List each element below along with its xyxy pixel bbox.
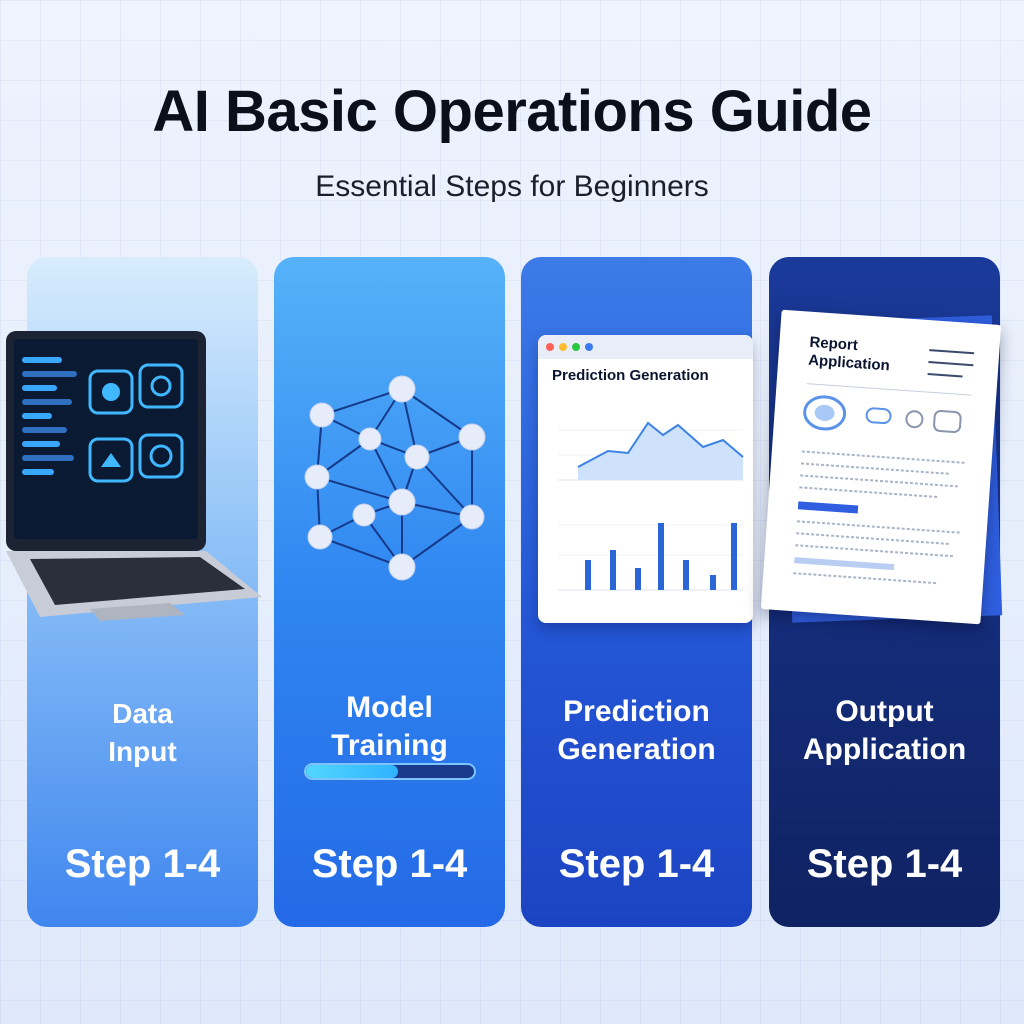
card-label-line1: Prediction [563, 695, 710, 728]
chart-window-icon: Prediction Generation [538, 335, 753, 623]
card-label: Model Training [274, 689, 505, 765]
chart-graphics [558, 421, 744, 591]
card-label-line1: Model [346, 691, 433, 724]
progress-fill [306, 765, 399, 778]
card-label-line2: Application [802, 733, 967, 766]
card-label: Data Input [27, 695, 258, 771]
card-label-line1: Output [835, 695, 934, 728]
card-background [274, 257, 505, 927]
page-title: AI Basic Operations Guide [152, 79, 872, 144]
neural-network-icon [292, 367, 492, 587]
laptop-icon [0, 327, 270, 627]
card-label-line2: Training [331, 729, 448, 762]
card-step: Step 1-4 [64, 842, 221, 886]
card-label: Output Application [769, 693, 1000, 769]
card-label-line2: Input [108, 736, 177, 767]
chart-window-title: Prediction Generation [552, 367, 709, 384]
step-card-prediction-generation[interactable]: Prediction Generation Prediction Generat… [521, 257, 753, 927]
card-label-line1: Data [112, 698, 173, 729]
card-step: Step 1-4 [806, 842, 963, 886]
training-progress-bar [304, 763, 476, 780]
step-card-data-input[interactable]: Data Input Step 1-4 [6, 257, 262, 927]
report-document-icon: Report Application [760, 309, 1002, 625]
window-titlebar [538, 335, 753, 359]
card-label-line2: Generation [557, 733, 716, 766]
card-step: Step 1-4 [558, 842, 715, 886]
page-subtitle: Essential Steps for Beginners [315, 170, 709, 203]
report-graphics [793, 349, 975, 585]
card-step: Step 1-4 [311, 842, 468, 886]
card-label: Prediction Generation [521, 693, 752, 769]
step-card-model-training[interactable]: Model Training Step 1-4 [274, 257, 505, 927]
step-card-output-application[interactable]: Report Application Output Application [760, 257, 1003, 927]
